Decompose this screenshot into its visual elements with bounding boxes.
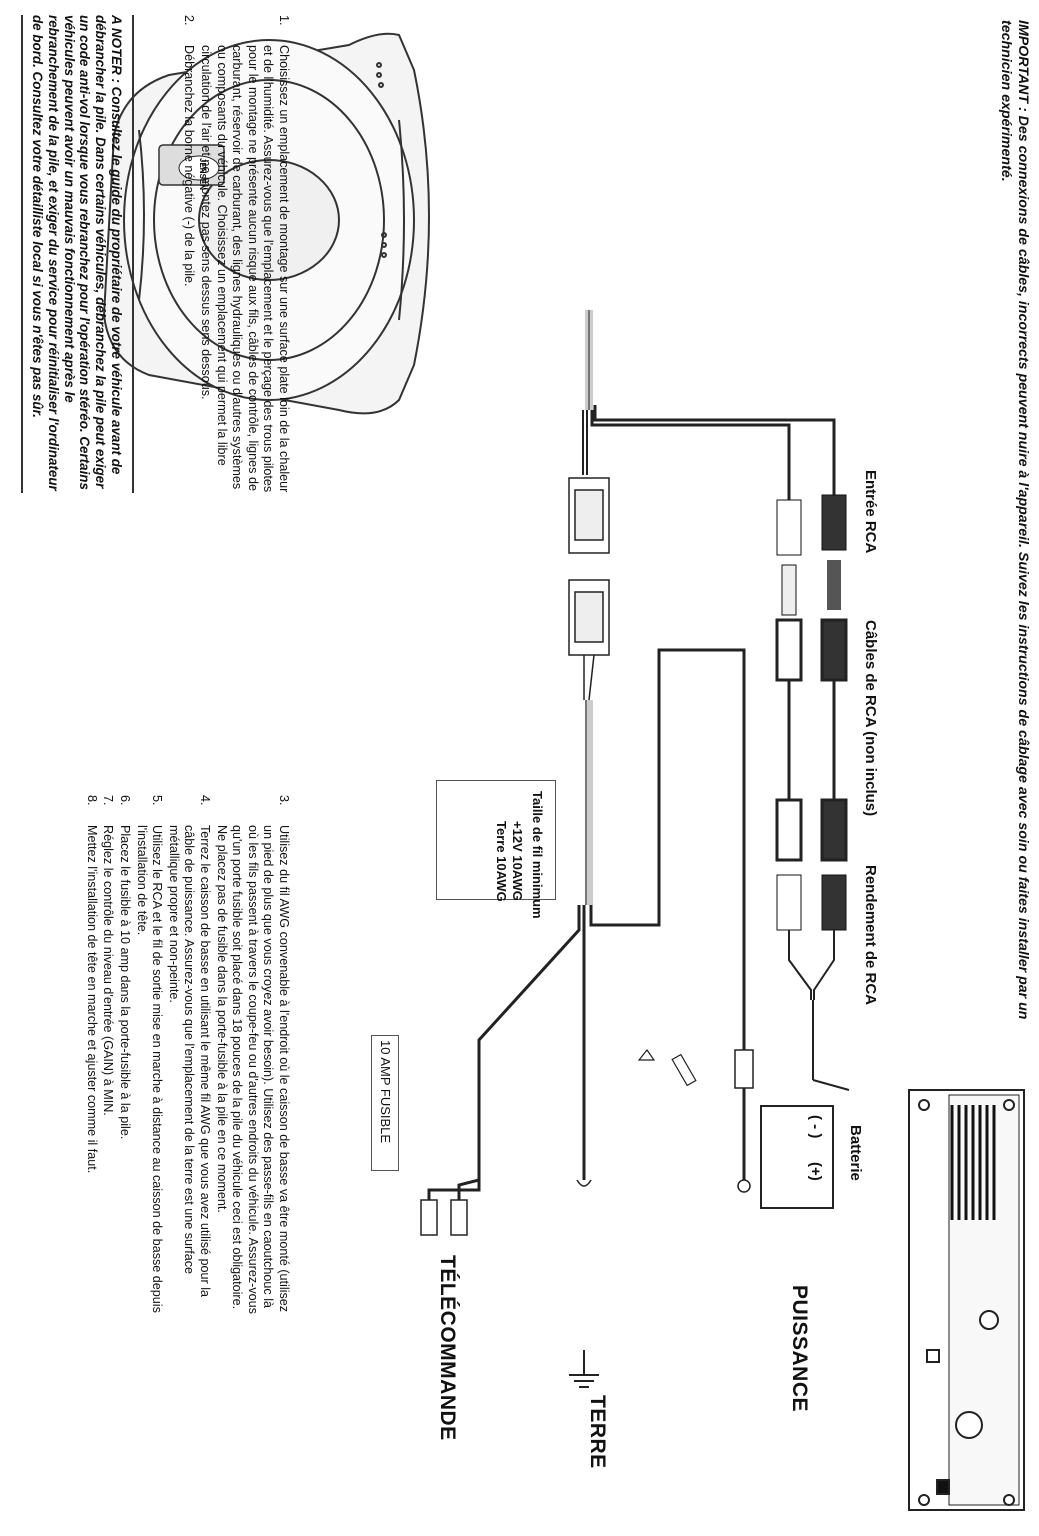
step-text: Terrez le caisson de basse en utilisant … — [166, 825, 213, 1298]
harness-connector — [568, 477, 610, 701]
remote-label: TÉLÉCOMMANDE — [436, 1255, 459, 1441]
remote-connectors — [420, 1199, 468, 1236]
rca-cables — [775, 618, 848, 862]
step-number: 2. — [182, 15, 197, 26]
fuse-icon — [637, 1048, 697, 1087]
lower-harness — [427, 648, 754, 1200]
step-3: 3. Utilisez du fil AWG convenable à l'en… — [213, 795, 291, 1315]
rca-input-plugs — [776, 494, 847, 616]
step-4: 4. Terrez le caisson de basse en utilisa… — [165, 795, 212, 1315]
rca-input-label: Entrée RCA — [862, 470, 879, 554]
step-number: 3. — [277, 795, 291, 806]
battery-box: ( - ) (+) — [760, 1105, 834, 1209]
step-text: Débranchez la borne négative (-) de la p… — [182, 45, 197, 287]
step-text: Placez le fusible à 10 amp dans la porte… — [118, 825, 133, 1140]
step-number: 6. — [118, 795, 133, 806]
step-number: 7. — [101, 795, 116, 806]
main-harness-cable — [582, 310, 836, 500]
important-warning: IMPORTANT : Des connexions de câbles, in… — [998, 20, 1031, 1020]
ground-symbol-icon — [569, 1350, 599, 1388]
step-5: 5. Utilisez le RCA et le fil de sortie m… — [133, 795, 165, 1315]
step-text: Utilisez du fil AWG convenable à l'endro… — [214, 825, 291, 1314]
jensen-logo-badge — [158, 144, 225, 186]
steps-left: 1. Choisissez un emplacement de montage … — [180, 15, 291, 495]
step-text: Choisissez un emplacement de montage sur… — [199, 45, 291, 493]
wire-size-box: Taille de fil minimum +12V 10AWG Terre 1… — [436, 780, 556, 919]
step-number: 1. — [277, 15, 291, 26]
jensen-logo-text: JENSEN — [198, 158, 207, 191]
step-8: 8. Mettez l'installation de tête en marc… — [83, 795, 99, 1315]
rca-output-label: Rendement de RCA — [862, 865, 879, 1006]
step-number: 8. — [84, 795, 99, 806]
step-7: 7. Réglez le contrôle du niveau d'entrée… — [100, 795, 116, 1315]
wire-size-12v: +12V 10AWG — [510, 821, 525, 901]
step-1: 1. Choisissez un emplacement de montage … — [197, 15, 291, 495]
rca-cables-label: Câbles de RCA (non inclus) — [862, 620, 879, 817]
step-2: 2. Débranchez la borne négative (-) de l… — [181, 15, 197, 495]
step-number: 5. — [150, 795, 165, 806]
subwoofer-enclosure — [102, 32, 430, 415]
step-text: Mettez l'installation de tête en marche … — [84, 825, 99, 1174]
power-label: PUISSANCE — [788, 1285, 811, 1413]
battery-label: Batterie — [847, 1125, 864, 1181]
rca-output-plugs — [776, 874, 850, 1091]
fuse-label: 10 AMP FUSIBLE — [371, 1035, 399, 1171]
head-unit — [908, 1089, 1025, 1511]
battery-positive: (+) — [807, 1162, 824, 1181]
steps-right: 3. Utilisez du fil AWG convenable à l'en… — [82, 795, 291, 1315]
note-box: A NOTER : Consultez le guide du propriét… — [21, 15, 134, 493]
wire-size-ground: Terre 10AWG — [494, 821, 509, 902]
step-6: 6. Placez le fusible à 10 amp dans la po… — [116, 795, 132, 1315]
wire-size-title: Taille de fil minimum — [530, 791, 545, 919]
step-text: Utilisez le RCA et le fil de sortie mise… — [134, 825, 165, 1313]
step-number: 4. — [198, 795, 213, 806]
battery-negative: ( - ) — [807, 1115, 824, 1139]
step-text: Réglez le contrôle du niveau d'entrée (G… — [101, 825, 116, 1116]
ground-label: TERRE — [586, 1395, 609, 1469]
